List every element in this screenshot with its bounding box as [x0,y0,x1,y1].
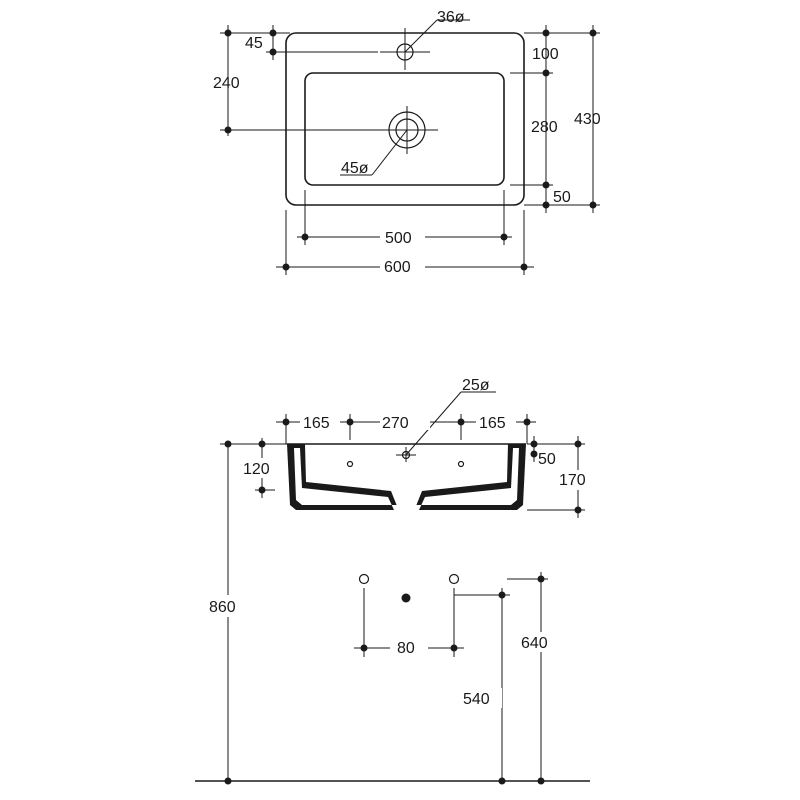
waste-outlet [401,593,411,603]
overall-width-label: 600 [384,259,411,276]
drain-diameter-label: 45ø [341,160,369,177]
overall-depth-label: 430 [574,111,601,128]
front-view: 25ø 165 270 165 120 50 [205,377,598,785]
hole-spacing-label: 80 [397,640,415,657]
rim-back-label: 100 [532,46,559,63]
left-tap-hole [346,460,354,468]
top-view: 36ø 45ø 240 45 100 280 50 [213,9,601,276]
basin-inner [294,448,519,510]
left-supply-hole [358,573,370,585]
tap-offset-label: 45 [245,35,263,52]
rim-front-label: 50 [553,189,571,206]
wall-view: 80 540 640 [195,572,590,785]
mounting-height-label: 860 [209,599,236,616]
bowl-depth-label: 280 [531,119,558,136]
tap-hole-diameter-label: 36ø [437,9,465,26]
left-spacing-label: 165 [303,415,330,432]
bowl-height-label: 120 [243,461,270,478]
center-spacing-label: 270 [382,415,409,432]
right-supply-hole [448,573,460,585]
bowl-width-label: 500 [385,230,412,247]
lower-height-label: 540 [463,691,490,708]
right-spacing-label: 165 [479,415,506,432]
waste-diameter-label: 25ø [462,377,490,394]
overall-height-label: 170 [559,472,586,489]
bowl-outline [304,72,505,186]
rim-thickness-label: 50 [538,451,556,468]
upper-height-label: 640 [521,635,548,652]
drain-position-label: 240 [213,75,240,92]
right-tap-hole [457,460,465,468]
